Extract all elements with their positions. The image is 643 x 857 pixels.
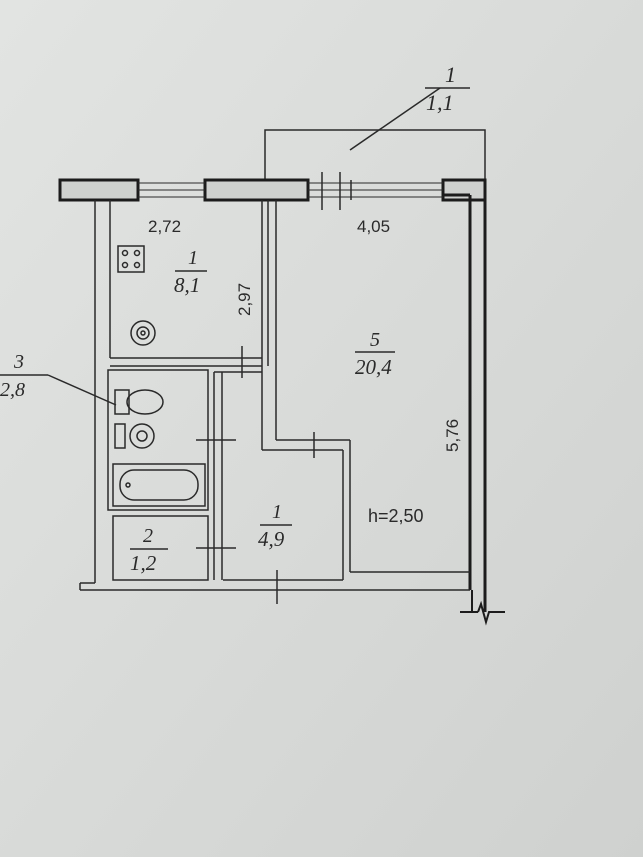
- toilet-icon: [114, 389, 164, 415]
- bathtub-icon: [112, 463, 206, 507]
- window-room: [308, 182, 443, 198]
- room-hall-walls: [223, 200, 470, 581]
- balcony-leader: [349, 87, 441, 151]
- label-dividers: [0, 270, 395, 550]
- kitchen-number: 1: [188, 247, 198, 269]
- room-width-dim: 4,05: [357, 217, 390, 236]
- door-marks: [196, 346, 315, 604]
- kitchen-width-dim: 2,72: [148, 217, 181, 236]
- kitchen-area: 8,1: [174, 273, 200, 297]
- room-depth-dim: 5,76: [443, 419, 462, 452]
- hall-number: 1: [272, 501, 282, 523]
- bathroom-area: 2,8: [0, 379, 25, 401]
- hall-area: 4,9: [258, 527, 285, 551]
- balcony-number: 1: [445, 62, 456, 87]
- stove-icon: [117, 245, 145, 273]
- room-area: 20,4: [355, 355, 392, 379]
- room-height: h=2,50: [368, 506, 424, 526]
- left-wall: [79, 200, 470, 591]
- balcony-area: 1,1: [426, 90, 454, 115]
- balcony-door-marks: [321, 172, 352, 210]
- closet-area: 1,2: [130, 551, 157, 575]
- kitchen-sink-icon: [130, 320, 156, 346]
- exterior-right-wall: [443, 180, 487, 612]
- kitchen-depth-dim: 2,97: [235, 283, 254, 316]
- bathroom-sink-icon: [114, 423, 155, 449]
- kitchen-walls: [110, 200, 269, 367]
- balcony-outline: [264, 129, 486, 180]
- window-kitchen: [138, 182, 205, 198]
- room-number: 5: [370, 329, 380, 351]
- bathroom-number: 3: [13, 351, 24, 373]
- closet-number: 2: [143, 525, 153, 547]
- wall-break-mark: [460, 590, 505, 626]
